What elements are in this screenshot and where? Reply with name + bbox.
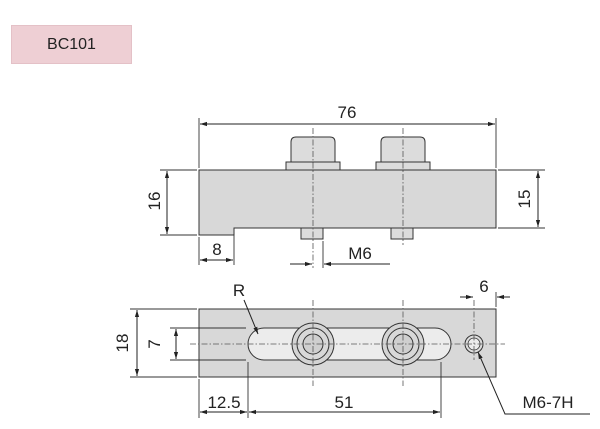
part-code-badge: BC101 xyxy=(11,25,132,64)
dim-width: 18 xyxy=(113,334,132,353)
dim-height-right: 15 xyxy=(515,190,534,209)
side-view-body xyxy=(198,169,497,236)
dim-height-left: 16 xyxy=(145,192,164,211)
dim-thread-hole: M6-7H xyxy=(522,393,573,412)
stud-left xyxy=(300,227,324,240)
dim-overall-length: 76 xyxy=(338,103,357,122)
top-view: 18 7 R 6 12.5 51 M6-7H xyxy=(113,277,590,418)
part-code-label: BC101 xyxy=(47,35,96,53)
side-view: 76 16 15 8 M6 xyxy=(145,103,545,268)
dim-offset-left: 12.5 xyxy=(207,393,240,412)
dim-radius: R xyxy=(233,281,245,300)
dim-step: 8 xyxy=(212,240,221,259)
dim-thread-side: M6 xyxy=(348,244,372,263)
dim-offset-right: 6 xyxy=(479,277,488,296)
dim-slot-length: 51 xyxy=(335,393,354,412)
stud-right xyxy=(390,227,414,240)
dim-slot-width: 7 xyxy=(145,339,164,348)
